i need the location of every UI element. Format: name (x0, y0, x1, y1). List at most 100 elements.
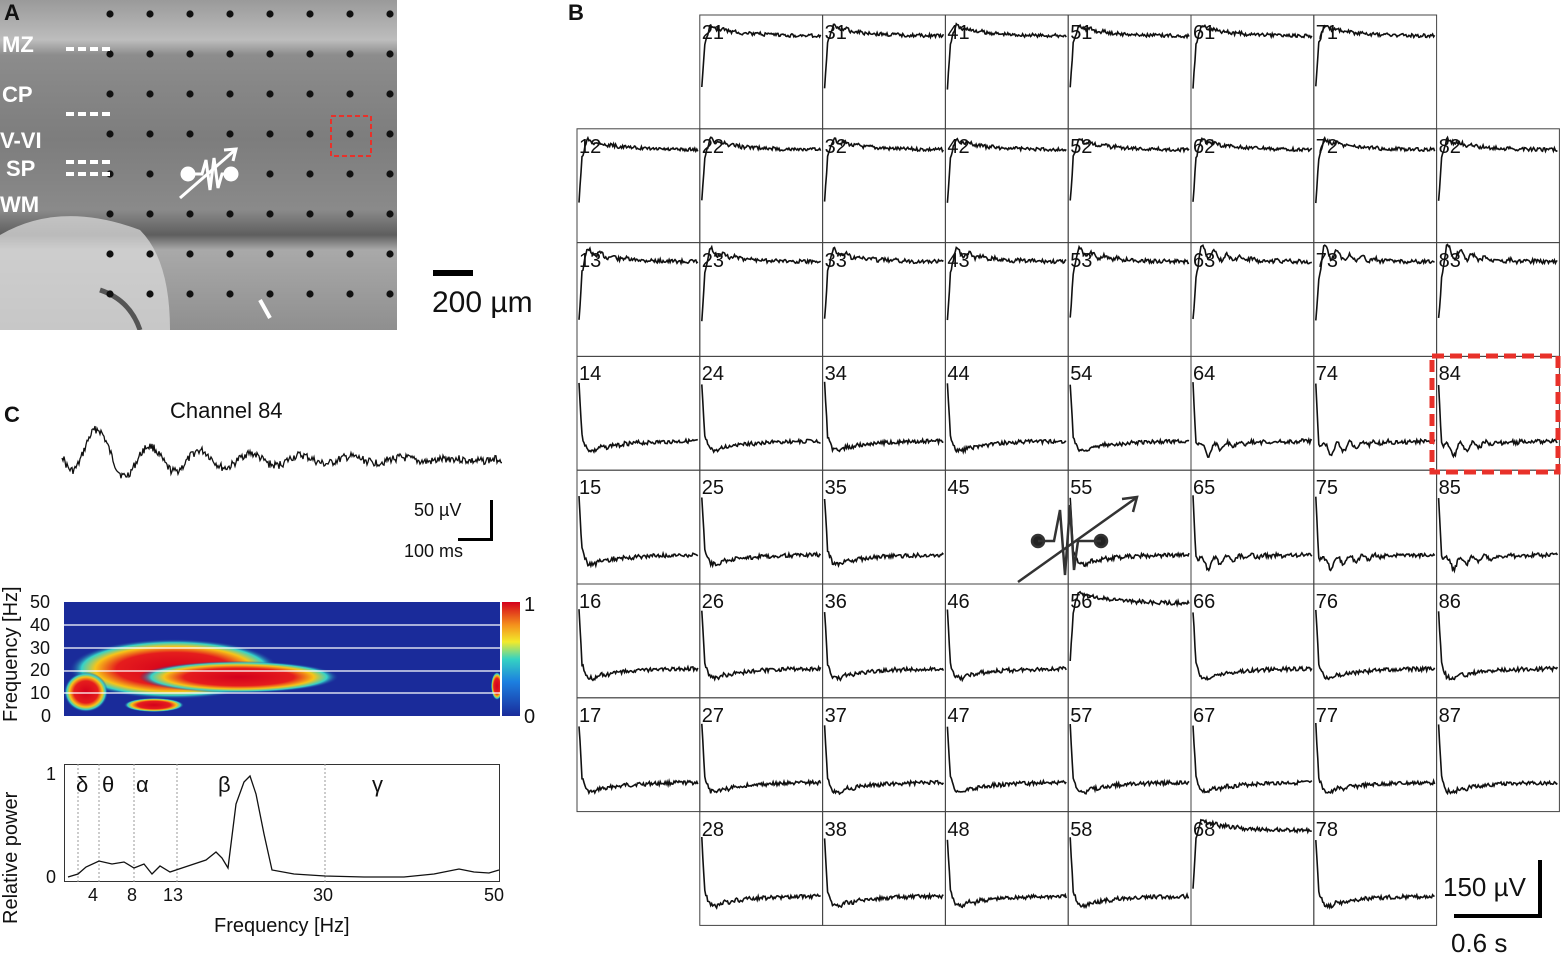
stimulation-icon (179, 147, 239, 200)
channel-label: 38 (824, 818, 847, 841)
channel-label: 74 (1315, 363, 1339, 386)
channel-trace (1437, 498, 1559, 574)
channel-trace (823, 381, 944, 454)
channel-label: 72 (1315, 135, 1339, 158)
electrode-dot (106, 90, 114, 98)
channel-84-trace (61, 425, 503, 479)
channel-label: 23 (701, 249, 725, 272)
channel-trace (1069, 137, 1190, 201)
channel-trace (823, 725, 945, 796)
channel-trace (1192, 612, 1313, 681)
channel-label: 26 (701, 591, 725, 613)
channel-trace (1192, 495, 1313, 573)
channel-trace (1315, 244, 1435, 321)
channel-label: 52 (1070, 135, 1093, 158)
power-xlabel: Frequency [Hz] (214, 915, 350, 937)
electrode-dot (226, 250, 234, 258)
channel-trace (1192, 725, 1313, 794)
electrode-dot (106, 130, 114, 138)
channel-trace (823, 137, 945, 202)
electrode-dot (266, 210, 274, 218)
channel-label: 73 (1315, 249, 1339, 272)
band-alpha: α (136, 772, 149, 797)
trace-time-scale-bar (458, 538, 493, 541)
channel-trace (1437, 384, 1558, 459)
channel-label: 14 (579, 363, 602, 386)
channel-trace (1069, 497, 1190, 568)
channel-trace (946, 137, 1067, 203)
channel-label: 85 (1438, 477, 1461, 500)
layer-label-v-vi: V-VI (0, 128, 42, 153)
layer-label-sp: SP (6, 156, 36, 181)
power-ytick: 1 (46, 764, 57, 784)
electrode-dot (386, 50, 394, 58)
layer-boundary-marker (66, 172, 110, 176)
channel-traces (578, 22, 1559, 910)
channel-trace (823, 23, 945, 89)
electrode-dot (346, 250, 354, 258)
channel-label: 82 (1438, 135, 1461, 158)
channel-label: 55 (1070, 477, 1093, 500)
electrode-dot (346, 10, 354, 18)
selected-electrode-box (330, 115, 372, 157)
channel-trace (1315, 496, 1436, 572)
power-ytick: 0 (46, 867, 57, 887)
electrode-dot (346, 210, 354, 218)
electrode-dot (386, 210, 394, 218)
channel-label: 83 (1438, 249, 1461, 272)
channel-trace (1192, 244, 1313, 320)
channel-trace (1437, 611, 1559, 681)
electrode-dot (186, 290, 194, 298)
channel-trace (1315, 136, 1436, 204)
trace-time-scale-label: 100 ms (404, 541, 464, 561)
layer-boundary-marker (66, 160, 110, 164)
channel-label: 46 (947, 591, 970, 613)
time-scale-label: 0.6 s (1451, 928, 1508, 958)
layer-label-mz: MZ (2, 32, 34, 57)
power-xtick: 8 (127, 885, 138, 905)
electrode-dot (226, 290, 234, 298)
channel-label: 87 (1438, 704, 1461, 727)
channel-label: 48 (947, 818, 970, 841)
electrode-dot (306, 290, 314, 298)
electrode-dot (146, 90, 154, 98)
colorbar-min-label: 0 (524, 706, 536, 728)
electrode-dot (106, 50, 114, 58)
channel-trace (823, 246, 944, 319)
spectro-ytick: 30 (30, 638, 51, 658)
channel-label: 34 (824, 363, 847, 386)
electrode-dot (106, 210, 114, 218)
electrode-dot (146, 250, 154, 258)
electrode-dot (266, 250, 274, 258)
channel-label: 17 (579, 704, 602, 727)
channel-label: 45 (947, 477, 970, 500)
electrode-dot (306, 50, 314, 58)
channel-trace (578, 135, 699, 203)
channel-label: 31 (824, 22, 847, 44)
channel-trace (1315, 24, 1436, 87)
electrode-dot (146, 170, 154, 178)
electrode-dot (186, 130, 194, 138)
trace-title: Channel 84 (170, 398, 283, 423)
channel-trace (1069, 590, 1190, 662)
channel-label: 77 (1315, 704, 1339, 727)
electrode-dot (226, 50, 234, 58)
channel-trace (701, 384, 821, 454)
stimulation-icon-grid (1017, 495, 1139, 584)
band-delta: δ (76, 772, 89, 797)
channel-trace (701, 23, 822, 88)
channel-label: 35 (824, 477, 847, 500)
power-spectrum-plot (64, 764, 500, 882)
electrode-dot (186, 250, 194, 258)
power-xtick: 13 (163, 885, 184, 905)
electrode-dot (226, 90, 234, 98)
channel-label: 15 (579, 477, 602, 500)
channel-label: 51 (1070, 22, 1093, 44)
electrode-dot (266, 10, 274, 18)
electrode-dot (266, 130, 274, 138)
electrode-dot (346, 90, 354, 98)
brain-slice-micrograph: MZ CP V-VI SP WM P3 (0, 0, 1553, 330)
channel-label: 57 (1070, 704, 1093, 727)
channel-label: 12 (579, 135, 602, 158)
channel-cells (576, 14, 1560, 926)
